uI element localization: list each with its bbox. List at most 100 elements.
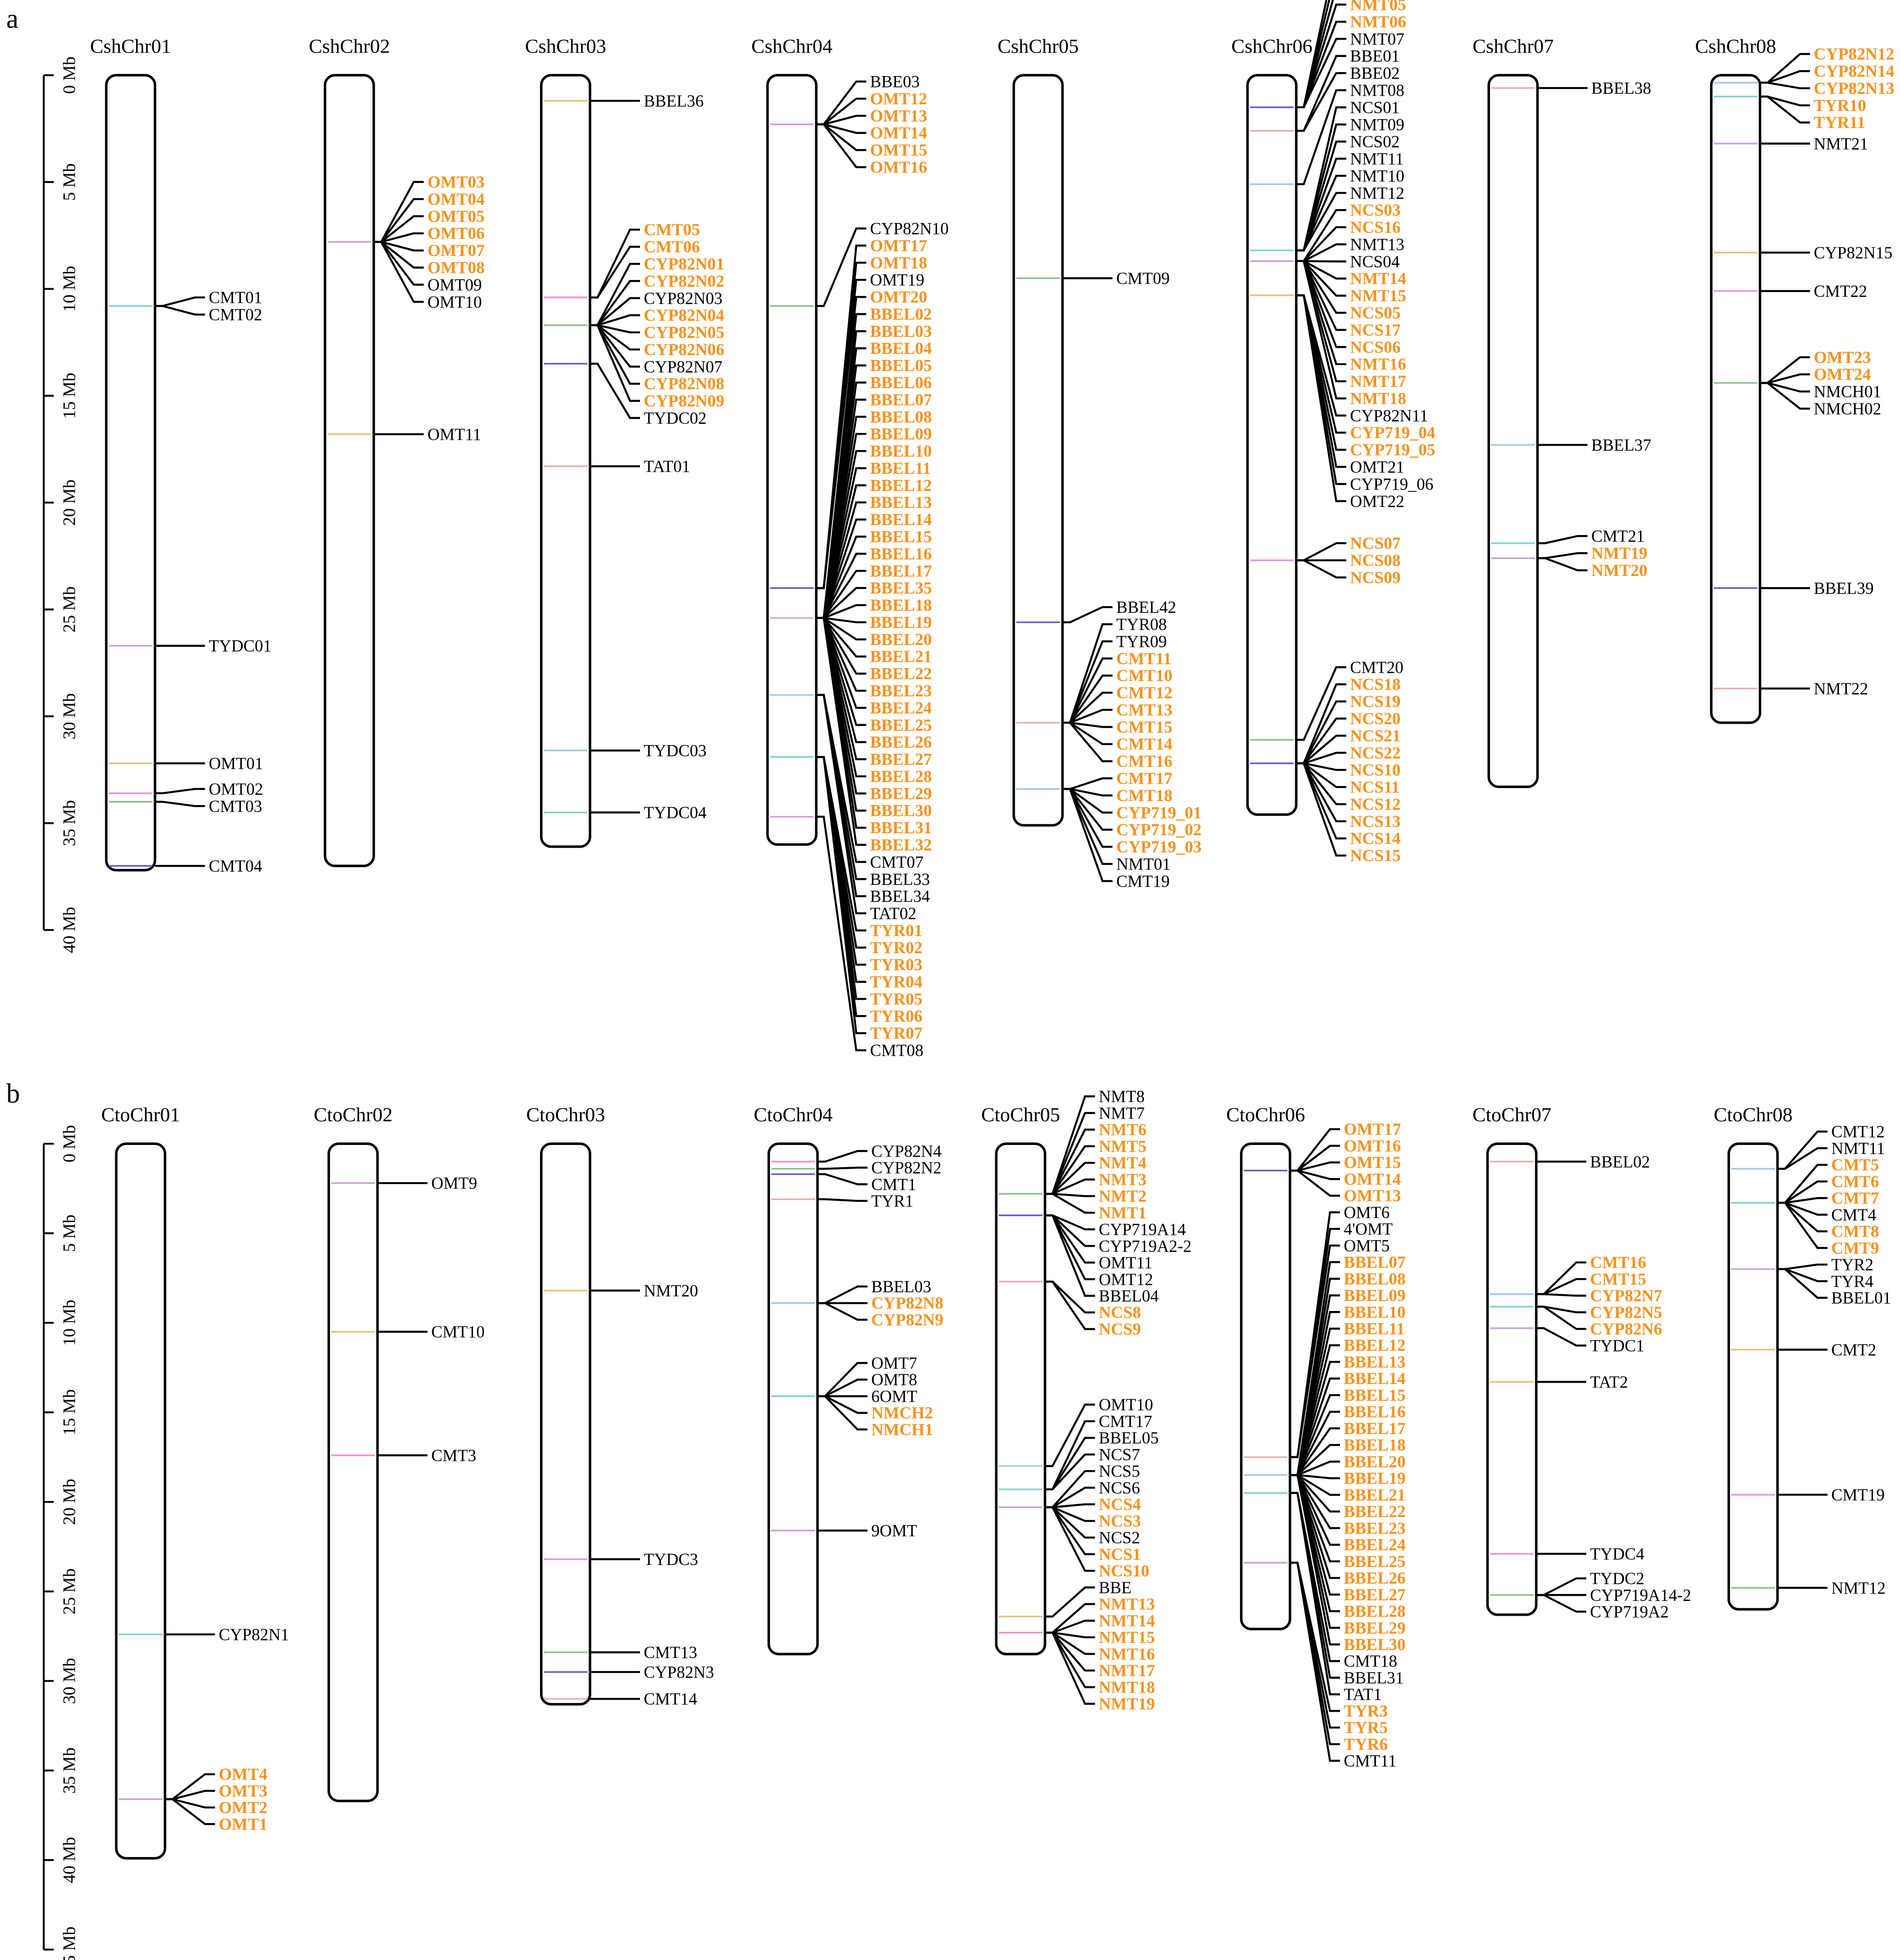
gene-label: TYR03: [870, 955, 923, 974]
gene-label: BBEL10: [870, 442, 932, 461]
gene-connector: [1536, 1577, 1587, 1596]
gene-label: NCS09: [1350, 568, 1400, 587]
gene-label: CMT7: [1831, 1189, 1879, 1208]
gene-connector: [1296, 762, 1347, 857]
gene-label: CMT16: [1590, 1253, 1646, 1272]
gene-label: OMT11: [1099, 1254, 1153, 1272]
gene-label: NCS07: [1350, 534, 1400, 553]
tick-label: 45 Mb: [60, 1927, 79, 1960]
gene-connector: [1296, 89, 1347, 186]
gene-label: TYR02: [870, 938, 923, 957]
gene-label: NCS10: [1099, 1562, 1149, 1581]
gene-label: BBEL33: [870, 870, 930, 888]
gene-connector: [1290, 1474, 1340, 1646]
gene-connector: [1296, 55, 1347, 132]
gene-label: CYP82N4: [871, 1142, 942, 1161]
gene-label: BBEL31: [870, 819, 932, 837]
gene-label: NCS4: [1099, 1495, 1141, 1514]
gene-label: TYR05: [870, 990, 923, 1008]
gene-connector: [590, 363, 640, 419]
gene-label: NCS16: [1350, 218, 1400, 237]
gene-label: CMT13: [644, 1643, 697, 1662]
gene-label: NCS03: [1350, 201, 1400, 220]
gene-label: BBEL10: [1344, 1303, 1406, 1321]
gene-connector: [373, 198, 424, 243]
gene-label: NMT11: [1831, 1139, 1885, 1158]
gene-label: CMT5: [1831, 1156, 1879, 1175]
gene-connector: [817, 1166, 868, 1170]
gene-label: TYR09: [1116, 632, 1167, 651]
gene-label: BBEL20: [1344, 1452, 1406, 1471]
gene-connector: [1536, 1293, 1587, 1297]
gene-label: BBEL14: [870, 510, 932, 529]
gene-label: NMT09: [1350, 115, 1404, 134]
gene-connector: [1296, 38, 1347, 109]
chromosome-title: CshChr06: [1231, 35, 1313, 57]
gene-label: NCS15: [1350, 846, 1400, 865]
gene-label: OMT04: [427, 190, 484, 209]
gene-connector: [1045, 1603, 1095, 1634]
gene-label: BBE01: [1350, 47, 1400, 66]
gene-label: BBEL13: [1344, 1353, 1406, 1371]
gene-label: BBEL17: [1344, 1419, 1406, 1438]
gene-label: TYR3: [1344, 1702, 1388, 1720]
gene-label: NCS6: [1099, 1478, 1140, 1497]
gene-label: CMT13: [1116, 701, 1172, 719]
gene-label: TYDC01: [209, 637, 271, 656]
gene-label: BBEL07: [1344, 1253, 1406, 1272]
gene-label: TYDC1: [1590, 1336, 1644, 1355]
gene-label: BBEL21: [1344, 1486, 1406, 1504]
chromosome-title: CtoChr07: [1473, 1103, 1551, 1125]
gene-connector: [1296, 559, 1347, 579]
gene-label: 4'OMT: [1344, 1220, 1393, 1238]
gene-label: CYP82N12: [1814, 45, 1894, 63]
gene-label: CYP82N06: [644, 340, 724, 359]
gene-connector: [1045, 1453, 1095, 1491]
gene-label: CYP82N1: [219, 1625, 289, 1644]
gene-label: NMT22: [1814, 679, 1868, 698]
gene-label: CMT12: [1831, 1122, 1885, 1141]
gene-label: NCS21: [1350, 726, 1400, 745]
gene-label: TYR07: [870, 1024, 923, 1043]
gene-connector: [1062, 623, 1113, 724]
gene-label: CMT22: [1814, 282, 1867, 300]
gene-connector: [1777, 1130, 1828, 1170]
tick-label: 5 Mb: [60, 1215, 79, 1252]
panel-letter: a: [6, 3, 18, 34]
gene-label: CMT20: [1350, 658, 1403, 677]
gene-label: BBEL03: [871, 1277, 931, 1296]
gene-label: CMT1: [871, 1175, 916, 1194]
gene-label: BBEL30: [1344, 1635, 1406, 1654]
gene-connector: [1045, 1631, 1095, 1705]
gene-label: OMT3: [219, 1782, 267, 1800]
gene-label: CYP82N02: [644, 272, 724, 290]
gene-label: BBE02: [1350, 64, 1400, 83]
gene-label: CYP82N9: [871, 1311, 943, 1329]
gene-label: BBEL25: [870, 716, 932, 735]
gene-connector: [1760, 95, 1810, 106]
gene-label: BBEL30: [870, 802, 932, 820]
gene-label: BBEL09: [1344, 1286, 1406, 1305]
gene-connector: [1045, 1281, 1095, 1330]
chromosome-body: [1487, 74, 1539, 788]
gene-label: OMT13: [1344, 1187, 1401, 1205]
gene-label: NMT8: [1099, 1087, 1145, 1106]
gene-label: BBEL06: [870, 373, 932, 392]
gene-connector: [1536, 1594, 1587, 1613]
gene-label: TYR04: [870, 973, 923, 992]
gene-label: NMT7: [1099, 1104, 1145, 1122]
gene-label: BBE: [1099, 1578, 1131, 1597]
gene-label: OMT7: [871, 1354, 917, 1372]
gene-connector: [1045, 1631, 1095, 1688]
gene-label: CMT14: [644, 1690, 697, 1708]
gene-connector: [1777, 1147, 1828, 1170]
gene-connector: [373, 241, 424, 286]
gene-label: NMCH2: [871, 1404, 933, 1422]
gene-connector: [1062, 788, 1113, 882]
gene-label: CMT11: [1116, 649, 1171, 668]
gene-label: CMT16: [1116, 752, 1172, 771]
gene-label: BBEL39: [1814, 579, 1874, 598]
gene-label: OMT6: [1344, 1203, 1390, 1222]
